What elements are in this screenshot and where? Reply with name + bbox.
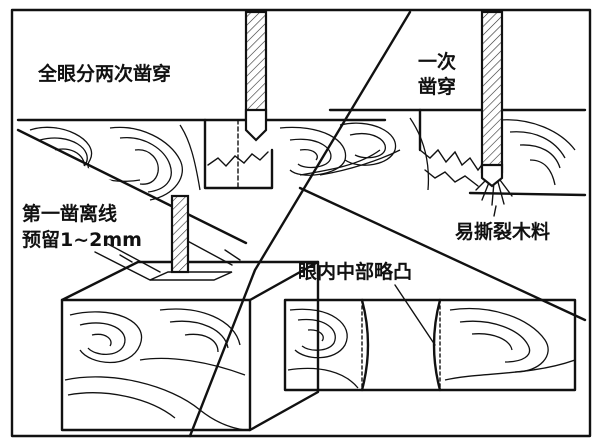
wood-grain-top-right bbox=[319, 117, 576, 191]
wood-grain-block bbox=[64, 308, 246, 430]
panel-left: 第一凿离线 预留1~2mm bbox=[22, 194, 320, 432]
divider-top-left-diag bbox=[16, 128, 248, 245]
divider-diagonal-main bbox=[188, 10, 412, 438]
divider-bottom-right-diag bbox=[298, 186, 587, 322]
label-one-pass-line1: 一次 bbox=[418, 50, 456, 73]
wood-grain-bottom-right bbox=[287, 307, 575, 389]
panel-bottom-right: 眼内中部略凸 bbox=[283, 260, 577, 392]
outer-frame bbox=[10, 8, 592, 438]
label-one-pass-line2: 凿穿 bbox=[418, 75, 456, 98]
label-convex-center: 眼内中部略凸 bbox=[298, 260, 412, 283]
label-first-cut-line2: 预留1~2mm bbox=[22, 229, 142, 251]
label-tear-risk: 易撕裂木料 bbox=[455, 220, 550, 243]
label-two-pass: 全眼分两次凿穿 bbox=[37, 62, 171, 85]
panel-top-left: 全眼分两次凿穿 bbox=[16, 10, 387, 201]
label-first-cut-line1: 第一凿离线 bbox=[22, 202, 117, 225]
panel-top-right: 一次 凿穿 易撕裂木料 bbox=[319, 10, 587, 243]
